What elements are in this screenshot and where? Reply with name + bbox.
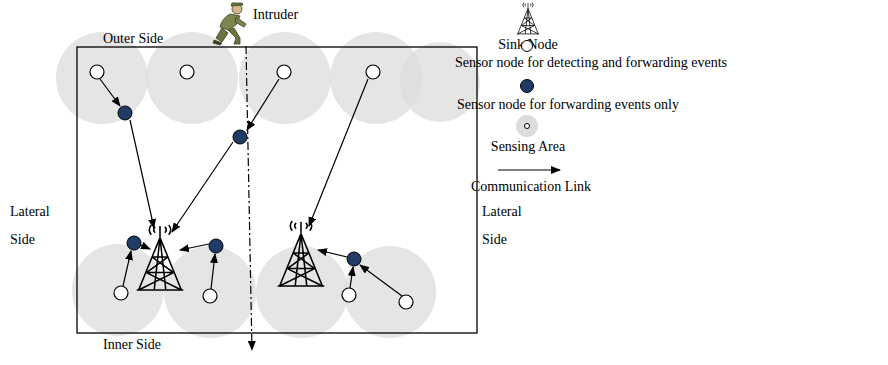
- sink-node: [137, 225, 184, 290]
- legend-swatch: [521, 40, 533, 52]
- legend-text: Sensor node for detecting and forwarding…: [455, 55, 727, 71]
- sensor-dot: [524, 123, 530, 129]
- side-label: Lateral Side: [10, 198, 62, 254]
- sensor-nodes: [90, 65, 413, 309]
- side-label: Outer Side: [103, 31, 163, 47]
- side-label: Lateral Side: [482, 198, 534, 254]
- link-sample: [498, 169, 560, 170]
- side-label: Inner Side: [103, 337, 161, 353]
- communication-links: [100, 79, 402, 296]
- intruder-label: Intruder: [253, 7, 298, 23]
- forwarding-nodes: [118, 106, 361, 266]
- sink-node: [278, 221, 325, 286]
- legend-text: Communication Link: [471, 179, 591, 195]
- sink-node-icon: [517, 3, 539, 34]
- legend-swatch: [516, 115, 538, 137]
- intruder-path: [246, 46, 252, 350]
- sensing-areas: [56, 32, 480, 338]
- legend-text: Sensing Area: [491, 139, 565, 155]
- intruder-figure: [213, 3, 246, 45]
- legend-swatch: [520, 79, 534, 93]
- legend-text: Sensor node for forwarding events only: [457, 97, 679, 113]
- region-border: [77, 47, 477, 333]
